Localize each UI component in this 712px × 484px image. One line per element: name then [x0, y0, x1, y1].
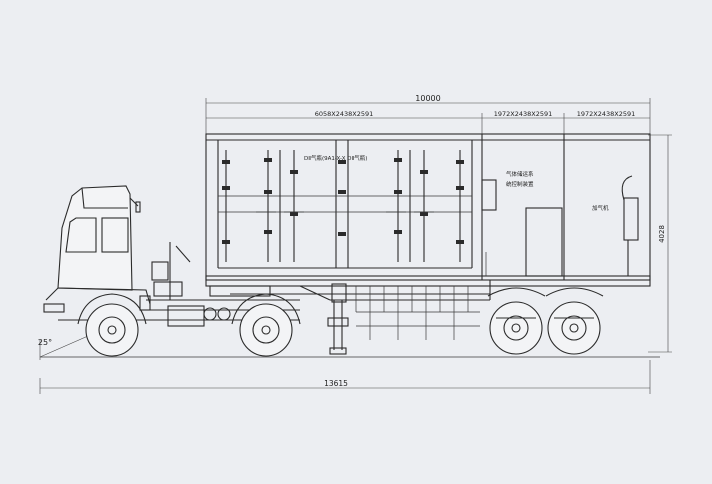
container-3-dim-label: 1972X2438X2591 — [577, 110, 636, 118]
height-dim-label: 4028 — [658, 225, 666, 243]
container-1-dim-label: 6058X2438X2591 — [315, 110, 374, 118]
container-2-label-line2: 统控制装置 — [506, 180, 534, 188]
dispenser-section — [525, 175, 639, 277]
control-section — [481, 179, 497, 276]
dimension-lines — [39, 98, 672, 394]
overall-length-label: 10000 — [415, 94, 440, 103]
trailer-wheels — [487, 287, 604, 355]
container-body — [205, 133, 651, 287]
total-length-label: 13615 — [324, 379, 348, 388]
angle-label: 25° — [38, 338, 52, 347]
cylinder-bars — [222, 150, 464, 262]
container-1-label: DⅡ气瓶(9A1-X-X DⅡ气瓶) — [304, 154, 367, 162]
container-3-label: 加气机 — [592, 204, 609, 212]
tractor-wheels — [77, 293, 301, 357]
trailer-chassis — [206, 280, 650, 355]
container-2-label-line1: 气体储运系 — [506, 170, 534, 178]
container-2-dim-label: 1972X2438X2591 — [494, 110, 553, 118]
